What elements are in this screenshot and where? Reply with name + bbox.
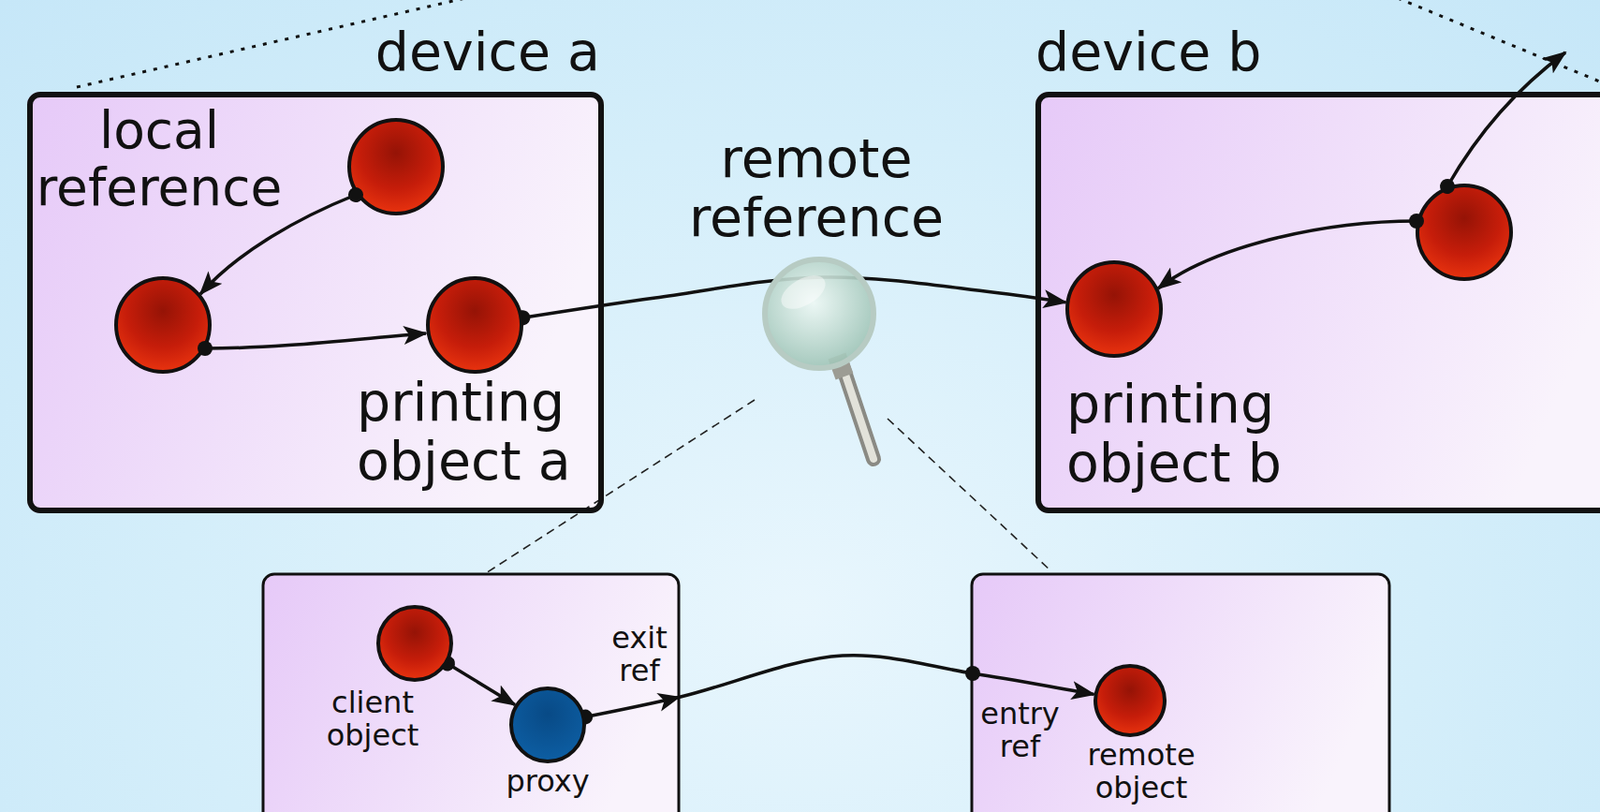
device-fill xyxy=(27,91,604,514)
node-outline xyxy=(1065,260,1163,358)
client-object: client object xyxy=(376,604,454,682)
node-circle xyxy=(511,688,585,762)
node-circle xyxy=(378,606,452,680)
reference-connector xyxy=(585,655,1094,718)
magnifier-handle xyxy=(841,363,874,459)
detail-box xyxy=(971,573,1390,812)
object-circle xyxy=(1417,185,1512,279)
node-text: client object xyxy=(311,686,434,752)
outgoing-reference-arrow xyxy=(1447,52,1566,187)
node-text: proxy xyxy=(500,764,595,798)
printing-object: printing object b xyxy=(1065,260,1163,358)
dotted-line xyxy=(1397,0,1600,83)
exit-arrowhead xyxy=(656,687,683,711)
node-text: remote object xyxy=(1075,738,1207,805)
local-reference-arrow xyxy=(1158,220,1417,289)
remote-object: remote object xyxy=(1093,663,1167,737)
lens-highlight xyxy=(775,268,831,316)
device-fill xyxy=(1035,91,1600,514)
node-text: printing object b xyxy=(1066,374,1310,492)
ref-label: entry ref xyxy=(975,697,1065,764)
magnifier-icon xyxy=(764,259,874,459)
detail-box xyxy=(263,573,679,812)
object-circle xyxy=(116,278,210,372)
entry-dot xyxy=(965,665,981,681)
node-text: device a xyxy=(319,22,601,82)
printing-object: printing object a xyxy=(425,276,524,374)
node-outline xyxy=(1093,663,1167,737)
local-reference-arrow xyxy=(205,333,426,349)
proxy-object: proxy xyxy=(509,686,587,764)
magnifier-handle xyxy=(841,363,874,459)
local-reference-arrow xyxy=(200,194,356,294)
object-circle xyxy=(349,119,443,214)
reference-label: local reference xyxy=(28,102,291,216)
ref-label: exit ref xyxy=(601,621,677,688)
node-text: printing object a xyxy=(356,372,601,490)
node-circle xyxy=(427,278,522,372)
magnifier-lens xyxy=(764,259,874,368)
edge-label: remote reference xyxy=(657,129,976,247)
device-box: device bprinting object b xyxy=(1035,91,1600,514)
node-outline xyxy=(425,276,524,374)
node-circle xyxy=(1067,262,1161,356)
zoom-line xyxy=(887,418,1052,572)
node-outline xyxy=(509,686,587,764)
reference-connector xyxy=(447,662,515,705)
node-text: device b xyxy=(1035,22,1317,82)
node-outline xyxy=(376,604,454,682)
node-circle xyxy=(1095,665,1165,735)
device-box: device aprinting object a xyxy=(27,91,604,514)
